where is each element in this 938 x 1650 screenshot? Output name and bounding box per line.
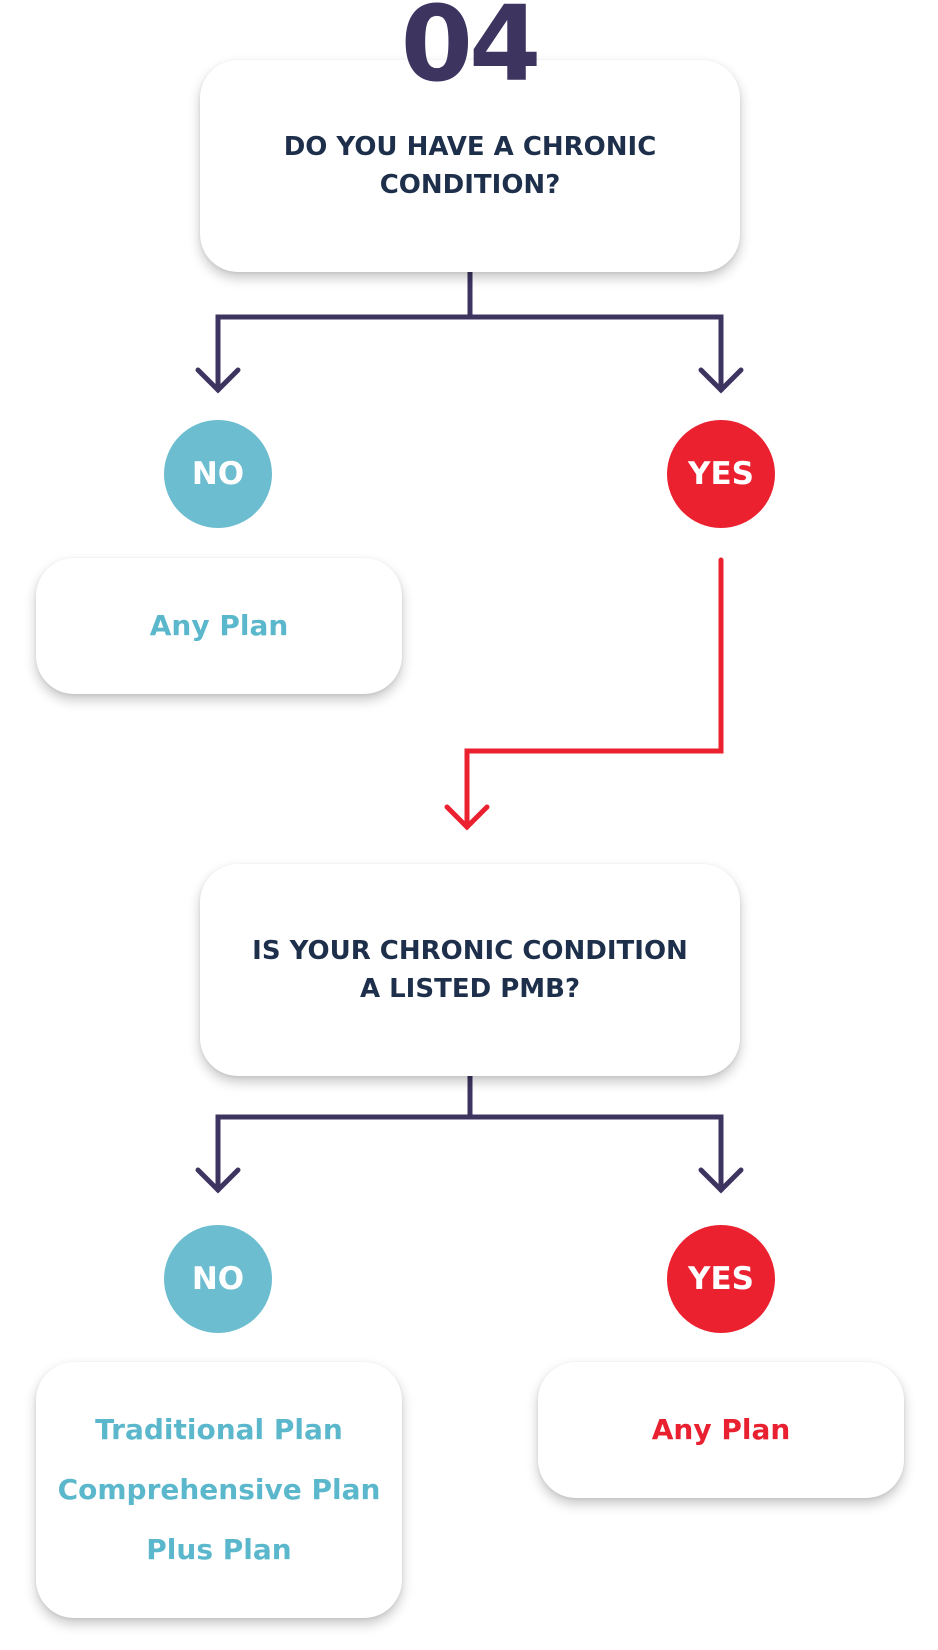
q2-yes-badge: YES bbox=[667, 1225, 775, 1333]
q1-yes-badge: YES bbox=[667, 420, 775, 528]
q2-yes-arrowhead-icon bbox=[698, 1167, 744, 1194]
q2-yes-plan-any: Any Plan bbox=[651, 1413, 791, 1446]
q1-no-plan-any: Any Plan bbox=[149, 609, 289, 642]
q1-no-arrowhead-icon bbox=[195, 367, 241, 394]
q2-no-plan-comprehensive: Comprehensive Plan bbox=[57, 1473, 381, 1506]
q1-no-result-card: Any Plan bbox=[36, 558, 402, 694]
question-2-text-line-1: IS YOUR CHRONIC CONDITION bbox=[252, 936, 688, 966]
q1-no-badge: NO bbox=[164, 420, 272, 528]
question-2-card: IS YOUR CHRONIC CONDITION A LISTED PMB? bbox=[200, 864, 740, 1076]
q2-no-plan-traditional: Traditional Plan bbox=[95, 1413, 343, 1446]
yes-to-q2-connector bbox=[464, 557, 724, 830]
q1-branch-connector bbox=[215, 314, 724, 393]
q2-no-badge: NO bbox=[164, 1225, 272, 1333]
question-1-text-line-1: DO YOU HAVE A CHRONIC bbox=[283, 132, 657, 162]
question-2-text-line-2: A LISTED PMB? bbox=[359, 974, 581, 1004]
yes-to-q2-arrowhead-icon bbox=[444, 804, 490, 831]
q2-yes-result-card: Any Plan bbox=[538, 1362, 904, 1498]
q2-branch-connector bbox=[215, 1114, 724, 1193]
q1-yes-arrowhead-icon bbox=[698, 367, 744, 394]
q2-no-result-card: Traditional Plan Comprehensive Plan Plus… bbox=[36, 1362, 402, 1618]
question-1-card: DO YOU HAVE A CHRONIC CONDITION? bbox=[200, 60, 740, 272]
question-1-text-line-2: CONDITION? bbox=[379, 170, 561, 200]
step-number: 04 bbox=[400, 0, 542, 105]
q2-no-arrowhead-icon bbox=[195, 1167, 241, 1194]
q2-no-plan-plus: Plus Plan bbox=[146, 1533, 292, 1566]
